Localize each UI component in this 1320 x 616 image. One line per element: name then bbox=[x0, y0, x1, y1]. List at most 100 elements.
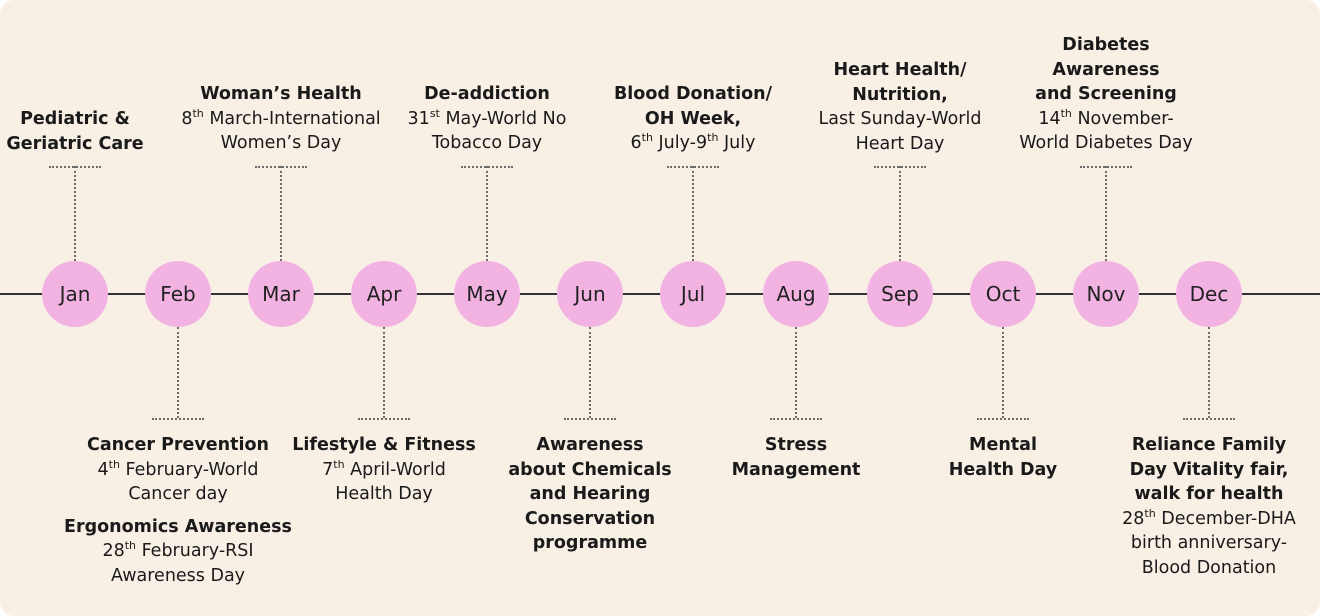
event-label-jan: Pediatric &Geriatric Care bbox=[0, 107, 190, 156]
event-heading: Heart Health/ bbox=[833, 60, 967, 80]
event-detail: Women’s Day bbox=[220, 133, 342, 153]
connector-bar-jun bbox=[564, 418, 616, 420]
month-label-jul: Jul bbox=[680, 282, 706, 306]
connector-aug bbox=[795, 327, 797, 418]
month-label-jan: Jan bbox=[59, 282, 91, 306]
month-label-oct: Oct bbox=[985, 282, 1021, 306]
connector-feb bbox=[177, 327, 179, 418]
event-heading: Pediatric & bbox=[20, 109, 130, 129]
connector-bar-sep bbox=[874, 166, 926, 168]
event-label-sep: Heart Health/Nutrition, Last Sunday-World… bbox=[785, 58, 1015, 156]
month-circle-jan: Jan bbox=[42, 261, 108, 327]
event-heading: Management bbox=[731, 459, 861, 480]
month-circle-jun: Jun bbox=[557, 261, 623, 327]
connector-oct bbox=[1002, 327, 1004, 418]
connector-bar-aug bbox=[770, 418, 822, 420]
event-heading: Awareness bbox=[536, 435, 644, 455]
month-label-aug: Aug bbox=[776, 282, 816, 306]
event-detail: 6th July-9th July bbox=[630, 131, 756, 153]
connector-sep bbox=[899, 166, 901, 261]
event-detail: 7th April-World bbox=[322, 457, 446, 480]
event-detail: Awareness Day bbox=[110, 565, 246, 586]
event-detail: Health Day bbox=[335, 484, 433, 504]
connector-dec bbox=[1208, 327, 1210, 418]
month-circle-sep: Sep bbox=[867, 261, 933, 327]
event-label-jul: Blood Donation/OH Week,6th July-9th July bbox=[578, 82, 808, 156]
event-heading: Health Day bbox=[948, 459, 1058, 480]
event-heading: Diabetes bbox=[1062, 35, 1150, 55]
month-circle-nov: Nov bbox=[1073, 261, 1139, 327]
month-label-dec: Dec bbox=[1189, 282, 1229, 306]
month-label-nov: Nov bbox=[1086, 282, 1126, 306]
month-circle-may: May bbox=[454, 261, 520, 327]
connector-nov bbox=[1105, 166, 1107, 261]
event-heading: Woman’s Health bbox=[200, 84, 362, 104]
connector-bar-jul bbox=[667, 166, 719, 168]
event-detail: 28th February-RSI bbox=[102, 539, 254, 561]
month-circle-oct: Oct bbox=[970, 261, 1036, 327]
connector-mar bbox=[280, 166, 282, 261]
event-detail: 4th February-World bbox=[97, 457, 259, 480]
month-label-apr: Apr bbox=[366, 282, 402, 306]
event-detail: 14th November- bbox=[1038, 106, 1174, 129]
event-detail: 31st May-World No bbox=[407, 106, 567, 129]
connector-jun bbox=[589, 327, 591, 418]
month-circle-feb: Feb bbox=[145, 261, 211, 327]
event-detail: birth anniversary- bbox=[1130, 533, 1288, 553]
connector-bar-dec bbox=[1183, 418, 1235, 420]
event-heading: Mental bbox=[969, 435, 1037, 455]
connector-jan bbox=[74, 166, 76, 261]
connector-jul bbox=[692, 166, 694, 261]
event-heading: Blood Donation/ bbox=[613, 84, 773, 104]
connector-may bbox=[486, 166, 488, 261]
event-heading: Nutrition, bbox=[852, 84, 948, 105]
event-detail: 28th December-DHA bbox=[1122, 506, 1296, 529]
event-heading: Day Vitality fair, bbox=[1129, 459, 1289, 480]
month-label-sep: Sep bbox=[881, 282, 919, 306]
connector-bar-may bbox=[461, 166, 513, 168]
connector-bar-apr bbox=[358, 418, 410, 420]
event-detail: Last Sunday-World bbox=[818, 109, 982, 129]
event-heading: Cancer Prevention bbox=[87, 435, 269, 455]
event-heading: OH Week, bbox=[644, 108, 742, 129]
connector-bar-nov bbox=[1080, 166, 1132, 168]
event-heading: and Screening bbox=[1035, 84, 1177, 104]
event-heading: walk for health bbox=[1134, 484, 1284, 504]
event-block: Pediatric &Geriatric Care bbox=[0, 107, 190, 156]
month-circle-mar: Mar bbox=[248, 261, 314, 327]
event-heading: Lifestyle & Fitness bbox=[292, 435, 476, 455]
month-label-feb: Feb bbox=[160, 282, 196, 306]
month-label-may: May bbox=[466, 282, 508, 306]
event-detail: Cancer day bbox=[128, 484, 228, 504]
connector-bar-jan bbox=[49, 166, 101, 168]
event-heading: about Chemicals bbox=[508, 459, 672, 480]
event-heading: Awareness bbox=[1052, 59, 1160, 80]
event-detail: 8th March-International bbox=[181, 106, 381, 129]
event-detail: Blood Donation bbox=[1141, 557, 1277, 578]
event-detail: Tobacco Day bbox=[431, 133, 543, 153]
connector-bar-mar bbox=[255, 166, 307, 168]
event-heading: programme bbox=[532, 533, 648, 553]
month-circle-jul: Jul bbox=[660, 261, 726, 327]
event-heading: Stress bbox=[764, 435, 828, 455]
event-heading: and Hearing bbox=[529, 484, 651, 504]
event-block: Heart Health/Nutrition, Last Sunday-World… bbox=[785, 58, 1015, 156]
event-heading: De-addiction bbox=[424, 84, 550, 104]
